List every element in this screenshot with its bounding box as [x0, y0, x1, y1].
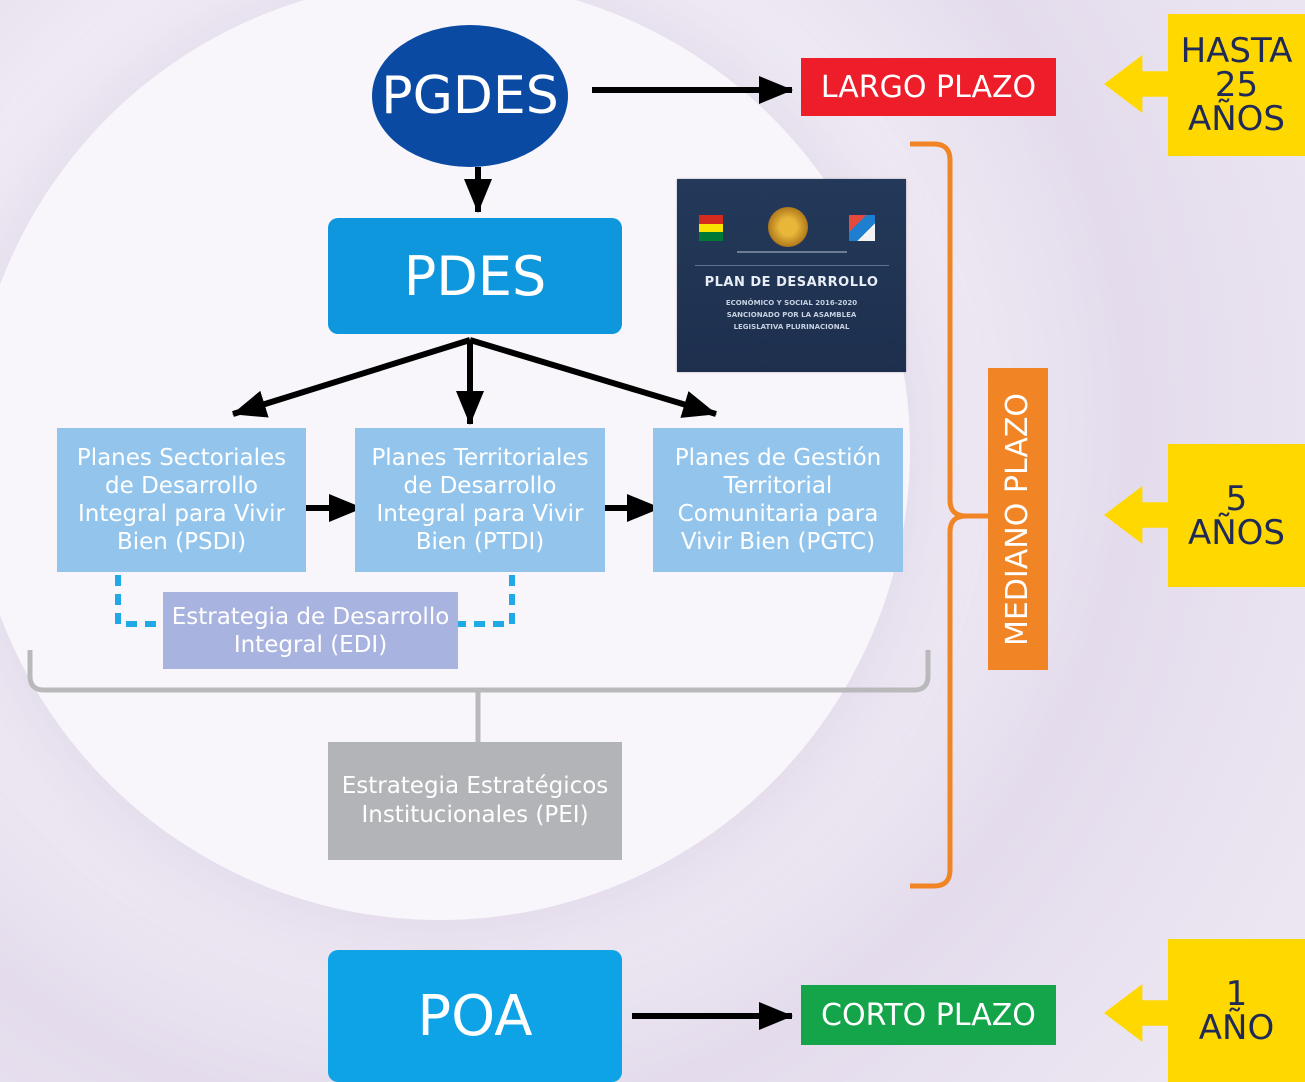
duration-largo: HASTA 25 AÑOS [1168, 14, 1305, 156]
pdes-label: PDES [403, 244, 547, 308]
mediano-plazo-text: MEDIANO PLAZO [1000, 392, 1036, 646]
edi-box: Estrategia de Desarrollo Integral (EDI) [163, 592, 458, 669]
cover-subtitle: ECONÓMICO Y SOCIAL 2016-2020 SANCIONADO … [725, 299, 858, 331]
poa-label: POA [417, 983, 533, 1049]
duration-largo-line1: HASTA [1180, 31, 1293, 71]
arrow-pdes-psdi [232, 337, 471, 418]
mediano-plazo-label: MEDIANO PLAZO [988, 368, 1048, 670]
duration-mediano-line1: 5 [1225, 478, 1248, 519]
cover-small-text-line [737, 251, 847, 253]
duration-corto-line1: 1 [1225, 973, 1248, 1014]
cover-divider [695, 265, 889, 266]
coat-of-arms-icon [768, 207, 808, 247]
arrow-pdes-pgtc [469, 337, 717, 418]
edi-label: Estrategia de Desarrollo Integral (EDI) [171, 603, 450, 658]
pgtc-box: Planes de Gestión Territorial Comunitari… [653, 428, 903, 572]
duration-corto: 1 AÑO [1168, 939, 1305, 1082]
pei-label: Estrategia Estratégicos Institucionales … [341, 773, 609, 828]
duration-largo-line3: AÑOS [1187, 99, 1286, 139]
duration-corto-line2: AÑO [1198, 1007, 1275, 1048]
largo-plazo-label: LARGO PLAZO [801, 58, 1056, 116]
dotted-ptdi-edi [458, 575, 515, 627]
duration-mediano: 5 AÑOS [1168, 444, 1305, 587]
ptdi-box: Planes Territoriales de Desarrollo Integ… [355, 428, 605, 572]
poa-node: POA [328, 950, 622, 1082]
bolivia-flag-icon [699, 215, 723, 242]
psdi-box: Planes Sectoriales de Desarrollo Integra… [57, 428, 306, 572]
corto-plazo-label: CORTO PLAZO [801, 985, 1056, 1045]
dotted-psdi-edi [115, 575, 163, 627]
plan-desarrollo-cover: PLAN DE DESARROLLO ECONÓMICO Y SOCIAL 20… [677, 179, 906, 372]
pgdes-label: PGDES [381, 66, 559, 126]
duration-largo-line2: 25 [1214, 65, 1259, 105]
pgtc-label: Planes de Gestión Territorial Comunitari… [674, 445, 882, 555]
wiphala-flag-icon [849, 215, 875, 241]
duration-mediano-line2: AÑOS [1187, 512, 1286, 553]
orange-bracket [910, 141, 988, 889]
cover-title: PLAN DE DESARROLLO [704, 275, 879, 290]
pgdes-node: PGDES [372, 25, 568, 167]
pdes-node: PDES [328, 218, 622, 334]
pei-box: Estrategia Estratégicos Institucionales … [328, 742, 622, 860]
psdi-label: Planes Sectoriales de Desarrollo Integra… [76, 445, 287, 555]
ptdi-label: Planes Territoriales de Desarrollo Integ… [371, 445, 589, 555]
